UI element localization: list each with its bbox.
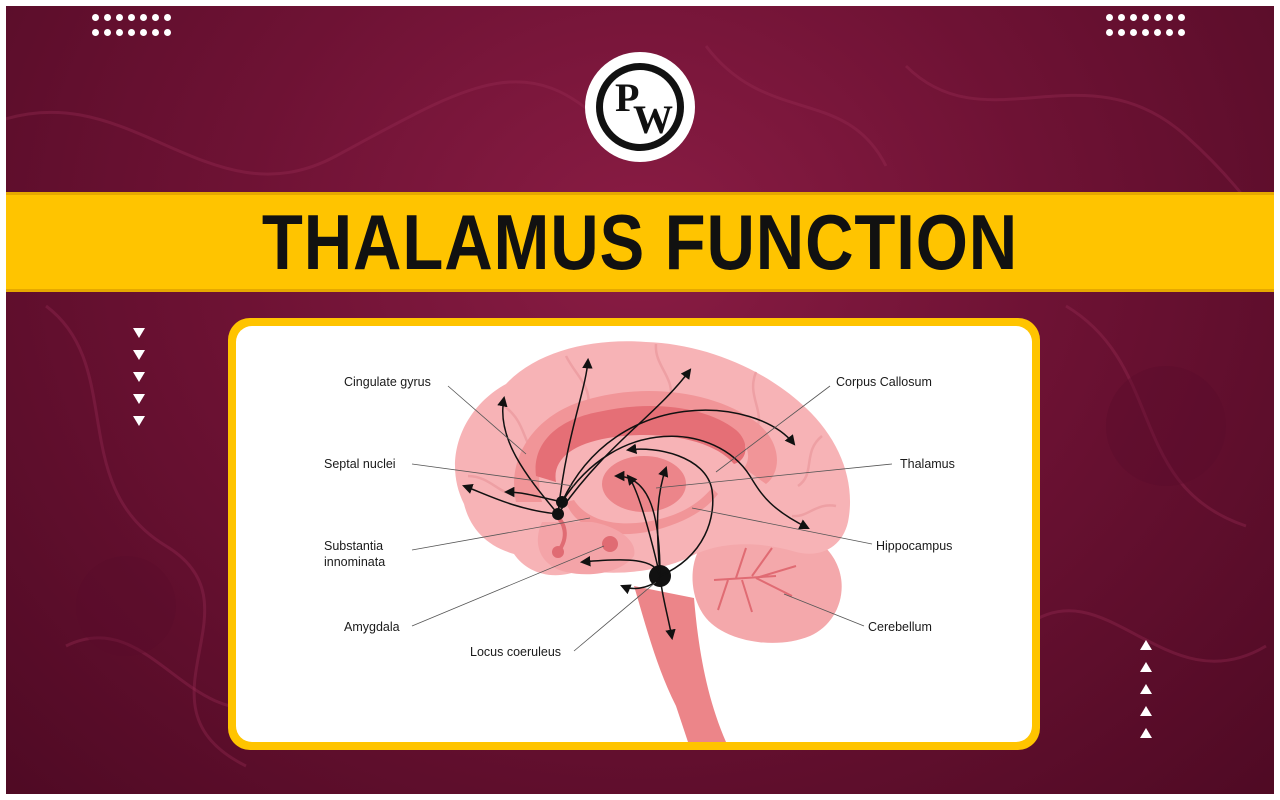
label-cingulate-gyrus: Cingulate gyrus xyxy=(344,375,431,389)
triangle-down-icon xyxy=(133,350,145,360)
triangle-up-icon xyxy=(1140,706,1152,716)
dot xyxy=(1130,14,1137,21)
diagram-panel: Cingulate gyrus Septal nuclei Substantia… xyxy=(236,326,1032,742)
corpus-callosum-shape xyxy=(535,406,746,482)
pw-logo-letter-w: W xyxy=(633,97,673,142)
brain-diagram: Cingulate gyrus Septal nuclei Substantia… xyxy=(324,341,955,742)
dot xyxy=(92,14,99,21)
dot xyxy=(1178,29,1185,36)
dot xyxy=(128,29,135,36)
cerebellum-branches xyxy=(713,547,797,613)
dot xyxy=(1178,14,1185,21)
dot xyxy=(152,29,159,36)
triangle-up-icon xyxy=(1140,640,1152,650)
triangle-down-icon xyxy=(133,372,145,382)
dot xyxy=(164,14,171,21)
amygdala-node xyxy=(602,536,618,552)
dot xyxy=(140,29,147,36)
label-hippocampus: Hippocampus xyxy=(876,539,952,553)
page-background: P W THALAMUS FUNCTION xyxy=(6,6,1274,794)
triangle-down-icon xyxy=(133,328,145,338)
dot xyxy=(116,14,123,21)
label-corpus-callosum: Corpus Callosum xyxy=(836,375,932,389)
triangle-up-icon xyxy=(1140,662,1152,672)
title-banner: THALAMUS FUNCTION xyxy=(6,192,1274,292)
dot xyxy=(1106,14,1113,21)
pw-logo-face: P W xyxy=(603,70,677,144)
dot xyxy=(164,29,171,36)
dot xyxy=(1154,29,1161,36)
label-amygdala: Amygdala xyxy=(344,620,400,634)
label-locus-coeruleus: Locus coeruleus xyxy=(470,645,561,659)
dot xyxy=(104,29,111,36)
dot xyxy=(1154,14,1161,21)
label-substantia-innominata-line2: innominata xyxy=(324,555,385,569)
brainstem xyxy=(634,586,726,742)
triangle-up-icon xyxy=(1140,684,1152,694)
triangle-up-icon xyxy=(1140,728,1152,738)
dot xyxy=(1106,29,1113,36)
dot xyxy=(1118,29,1125,36)
dot xyxy=(152,14,159,21)
leader-lines xyxy=(411,385,893,652)
label-substantia-innominata-line1: Substantia xyxy=(324,539,383,553)
dot xyxy=(1166,29,1173,36)
label-septal-nuclei: Septal nuclei xyxy=(324,457,396,471)
pw-logo-letter-p: P xyxy=(615,75,640,120)
dot xyxy=(116,29,123,36)
pw-logo-ring: P W xyxy=(596,63,684,151)
dot xyxy=(104,14,111,21)
dot xyxy=(140,14,147,21)
dot xyxy=(1130,29,1137,36)
label-thalamus: Thalamus xyxy=(900,457,955,471)
triangle-down-icon xyxy=(133,416,145,426)
dot xyxy=(1142,14,1149,21)
triangle-down-icon xyxy=(133,394,145,404)
pw-logo: P W xyxy=(585,52,695,162)
dot xyxy=(1118,14,1125,21)
dot-grid-top-left xyxy=(92,14,176,36)
page-title: THALAMUS FUNCTION xyxy=(261,197,1019,286)
hippocampus-shape xyxy=(566,488,718,535)
dot-grid-top-right xyxy=(1106,14,1190,36)
dot xyxy=(92,29,99,36)
subcortical-region xyxy=(537,522,635,575)
background-veins xyxy=(6,45,1274,768)
dot xyxy=(1142,29,1149,36)
thalamus-shape xyxy=(602,456,686,512)
dot xyxy=(128,14,135,21)
dot xyxy=(1166,14,1173,21)
label-cerebellum: Cerebellum xyxy=(868,620,932,634)
projection-arrows xyxy=(462,357,810,641)
